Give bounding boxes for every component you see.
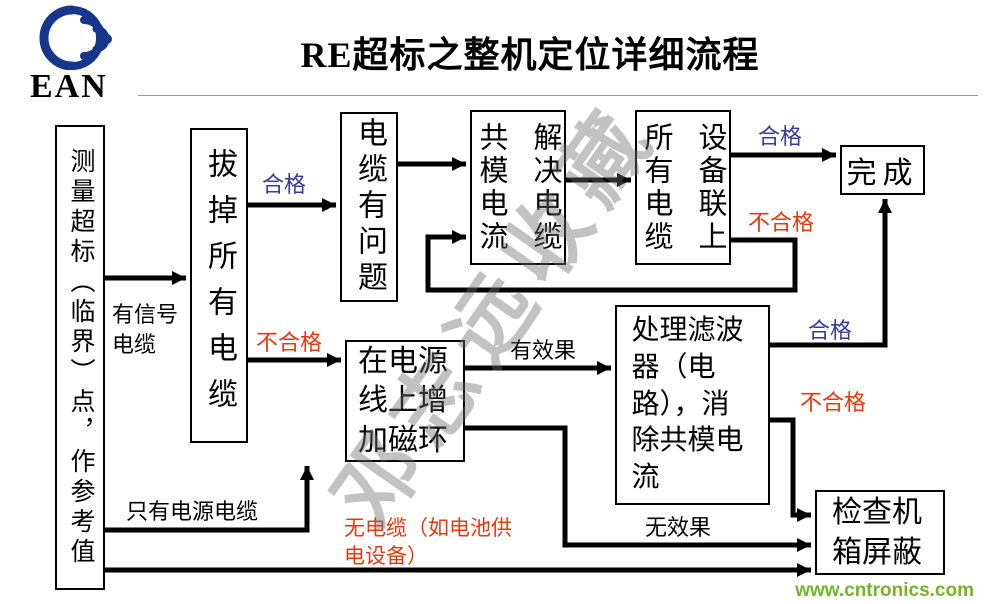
node-done-text: 完成: [846, 157, 919, 190]
node-unplug-all: 拔掉所有电缆: [190, 128, 248, 443]
node-connect-all-left-col: 所有电缆: [640, 121, 672, 254]
node-connect-all: 所有电缆 设备联上: [635, 110, 731, 265]
node-connect-all-right-col: 设备联上: [694, 121, 726, 254]
node-solve-cm-right-col: 解决电缆: [529, 121, 561, 254]
label-no-effect: 无效果: [645, 515, 712, 540]
node-unplug-all-text: 拔掉所有电缆: [203, 147, 236, 424]
header-divider: [138, 95, 978, 96]
label-fail-1: 不合格: [256, 330, 323, 355]
arrow-fail-loopback: [425, 230, 798, 293]
node-solve-cm: 共模电流 解决电缆: [470, 110, 566, 265]
footer-site-link[interactable]: www.cntronics.com: [795, 580, 974, 601]
label-effective: 有效果: [510, 338, 577, 363]
label-only-power-cable: 只有电源电缆: [126, 499, 259, 524]
label-fail-2: 不合格: [748, 210, 815, 235]
arrow-fail-to-shield: [770, 417, 811, 522]
arrow-no-effect-to-shield: [465, 425, 811, 552]
node-cable-problem: 电缆有问题: [340, 112, 398, 302]
arrow-pass-filter-to-done: [770, 199, 892, 348]
node-solve-cm-left-col: 共模电流: [475, 121, 507, 254]
label-no-cable: 无电缆（如电池供电设备）: [344, 516, 512, 569]
node-done: 完成: [840, 145, 925, 195]
node-check-shield: 检查机箱屏蔽: [815, 490, 945, 575]
page-title: RE超标之整机定位详细流程: [300, 35, 760, 75]
node-add-ferrite: 在电源线上增加磁环: [345, 340, 465, 462]
label-signal-cable: 有信号电缆: [112, 302, 179, 357]
node-cable-problem-text: 电缆有问题: [353, 117, 386, 297]
ean-logo: EAN: [28, 4, 138, 105]
ean-logo-text: EAN: [30, 68, 108, 105]
node-check-shield-text: 检查机箱屏蔽: [832, 495, 922, 569]
node-add-ferrite-text: 在电源线上增加磁环: [358, 344, 448, 457]
label-pass-3: 合格: [808, 318, 853, 343]
label-pass-1: 合格: [262, 172, 307, 197]
node-handle-filter: 处理滤波器（电路），消除共模电流: [615, 305, 770, 505]
node-start-text: 测量超标（临界）点，作参考值: [67, 147, 94, 568]
label-fail-3: 不合格: [800, 390, 867, 415]
ean-logo-icon: [39, 5, 112, 71]
node-start: 测量超标（临界）点，作参考值: [55, 125, 105, 590]
arrow-only-power-to-ferrite: [105, 466, 314, 533]
node-handle-filter-text: 处理滤波器（电路），消除共模电流: [631, 314, 744, 494]
label-pass-2: 合格: [758, 124, 803, 149]
